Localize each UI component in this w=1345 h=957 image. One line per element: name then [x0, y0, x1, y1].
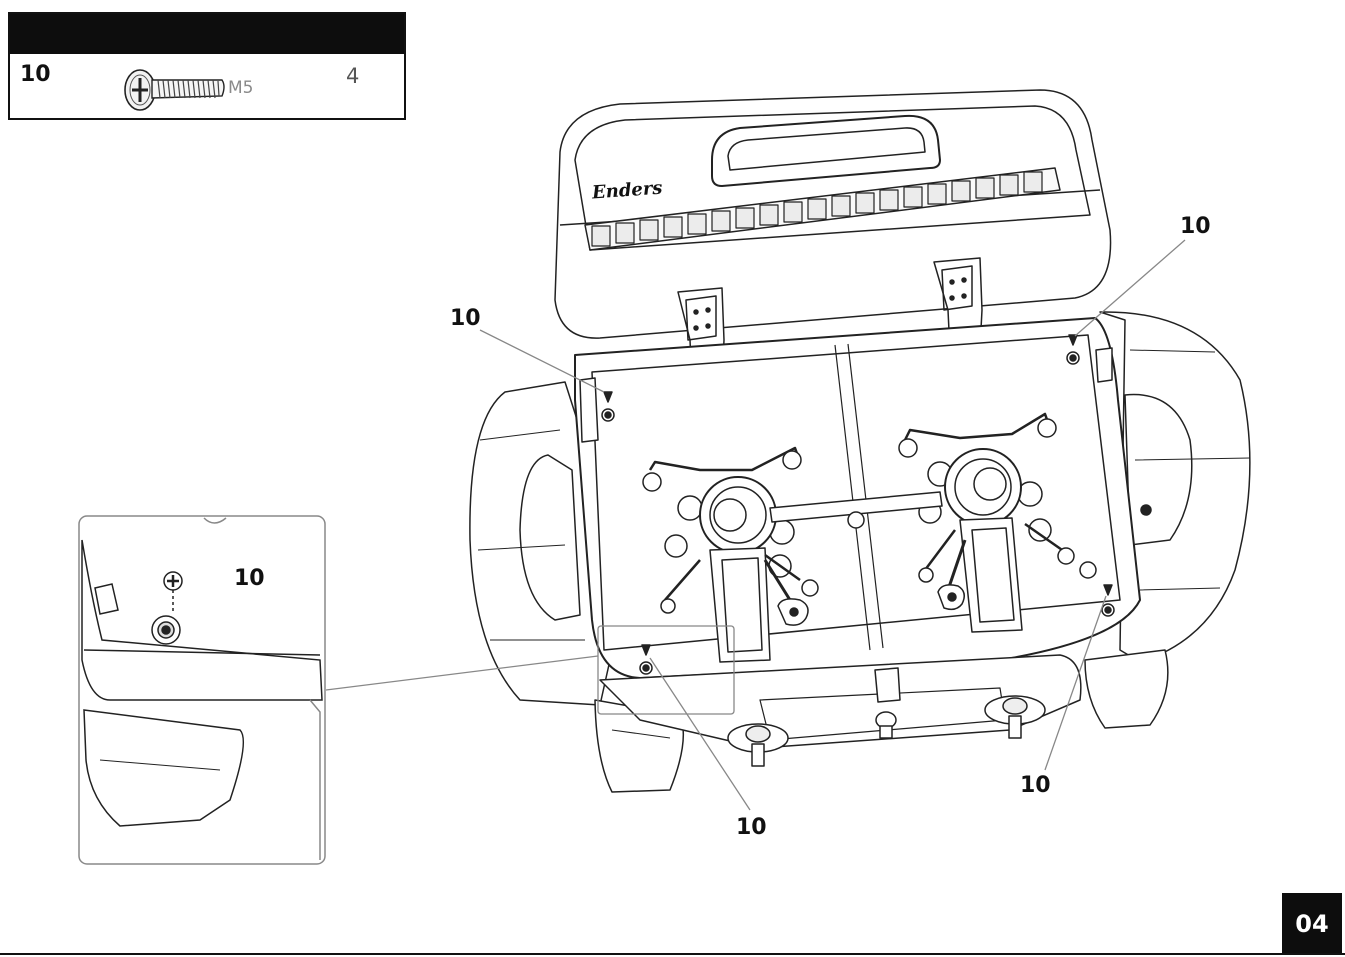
burner-right: [898, 412, 1097, 633]
page-number: 04: [1282, 893, 1342, 955]
left-side-handle: [469, 381, 685, 793]
screw-positions: [601, 334, 1115, 675]
screw-icon: [124, 69, 225, 111]
callout-rear-left: 10: [450, 306, 481, 331]
parts-table-header: [10, 14, 404, 54]
part-quantity: 4: [346, 64, 360, 88]
burner-left: [642, 446, 819, 663]
firebox: [574, 317, 1141, 767]
part-size-label: M5: [228, 78, 254, 98]
callout-rear-right: 10: [1180, 214, 1211, 239]
bottom-rule: [0, 953, 1345, 955]
callout-front-right: 10: [1020, 773, 1051, 798]
detail-inset: [78, 515, 326, 865]
part-number: 10: [20, 62, 51, 87]
callout-front-left: 10: [736, 815, 767, 840]
callout-detail: 10: [234, 566, 265, 591]
parts-table: 10 M5 4: [8, 12, 406, 120]
